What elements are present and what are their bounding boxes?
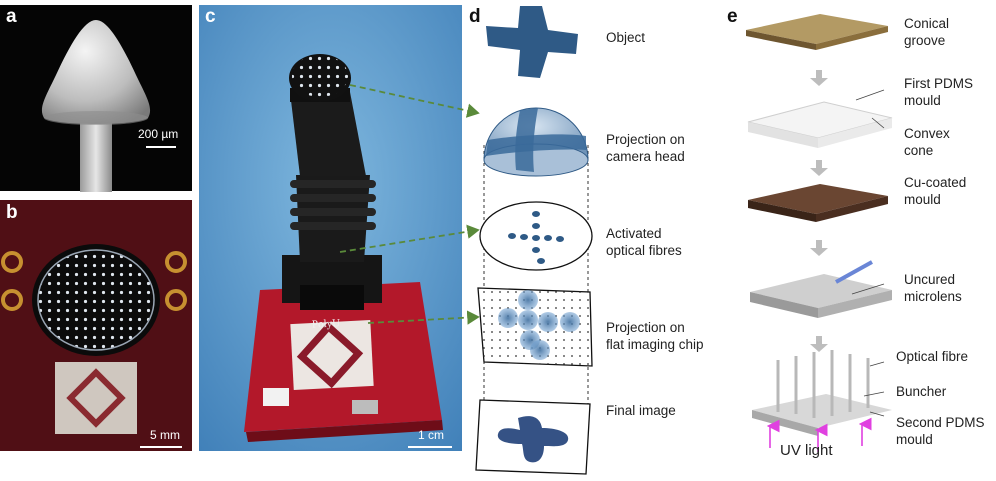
panel-b-scale-text: 5 mm — [150, 428, 180, 442]
panel-a-scale-text: 200 µm — [138, 127, 179, 141]
panel-e-line1: Optical fibre — [896, 349, 969, 364]
panel-d-step-line1: Activated — [606, 226, 662, 241]
panel-d-step-line2: optical fibres — [606, 243, 682, 258]
panel-c-scale-bar — [408, 446, 452, 448]
panel-e-line1: Second PDMS — [896, 415, 985, 430]
panel-e-conical-groove: Conical groove — [904, 15, 949, 49]
panel-d-schematic — [475, 6, 593, 475]
panel-c-board-text: PolyU — [311, 317, 341, 331]
panel-e-line1: Cu-coated — [904, 175, 967, 190]
panel-e-label: e — [727, 6, 738, 27]
panel-d-step-projection-chip: Projection on flat imaging chip — [606, 319, 704, 353]
panel-e-line2: mould — [904, 93, 941, 108]
panel-e-line1: UV light — [780, 442, 833, 459]
panel-e-line1: Convex — [904, 126, 950, 141]
panel-b-scale-bar — [140, 446, 182, 448]
panel-d-step-line1: Projection on — [606, 320, 685, 335]
panel-d-step-line2: flat imaging chip — [606, 337, 704, 352]
panel-d-step-line1: Object — [606, 30, 646, 45]
panel-b-image — [0, 200, 192, 451]
panel-d-step-final: Final image — [606, 402, 676, 419]
panel-e-uv-light: UV light — [780, 442, 833, 459]
panel-d-step-line2: camera head — [606, 149, 685, 164]
panel-e-line1: Buncher — [896, 384, 947, 399]
panel-c-scale-text: 1 cm — [418, 428, 445, 442]
panel-d-step-activated: Activated optical fibres — [606, 225, 682, 259]
panel-d-label: d — [469, 6, 481, 27]
panel-b-label: b — [6, 202, 18, 223]
panel-c-label: c — [205, 6, 216, 27]
panel-e-buncher: Buncher — [896, 383, 946, 400]
panel-c-to-d-arrows — [339, 84, 480, 325]
panel-e-uncured-microlens: Uncured microlens — [904, 271, 962, 305]
panel-e-line1: Conical — [904, 16, 950, 31]
panel-c-image — [199, 5, 462, 451]
panel-e-line2: mould — [896, 432, 933, 447]
panel-d-step-line1: Final image — [606, 403, 676, 418]
panel-e-second-pdms: Second PDMS mould — [896, 414, 985, 448]
panel-e-line2: mould — [904, 192, 941, 207]
panel-d-step-line1: Projection on — [606, 132, 685, 147]
panel-e-schematic — [746, 14, 893, 452]
panel-a-scale-bar — [146, 146, 176, 148]
panel-d-step-projection-head: Projection on camera head — [606, 131, 685, 165]
panel-e-convex-cone: Convex cone — [904, 125, 950, 159]
panel-e-line1: First PDMS — [904, 76, 973, 91]
panel-e-line2: groove — [904, 33, 946, 48]
panel-e-first-pdms: First PDMS mould — [904, 75, 973, 109]
panel-e-optical-fibre: Optical fibre — [896, 348, 968, 365]
panel-e-cu-coated: Cu-coated mould — [904, 174, 966, 208]
panel-e-line2: microlens — [904, 289, 962, 304]
panel-a-image — [0, 5, 192, 192]
panel-d-step-object: Object — [606, 29, 645, 46]
panel-e-line2: cone — [904, 143, 934, 158]
panel-a-label: a — [6, 6, 17, 27]
panel-e-line1: Uncured — [904, 272, 956, 287]
